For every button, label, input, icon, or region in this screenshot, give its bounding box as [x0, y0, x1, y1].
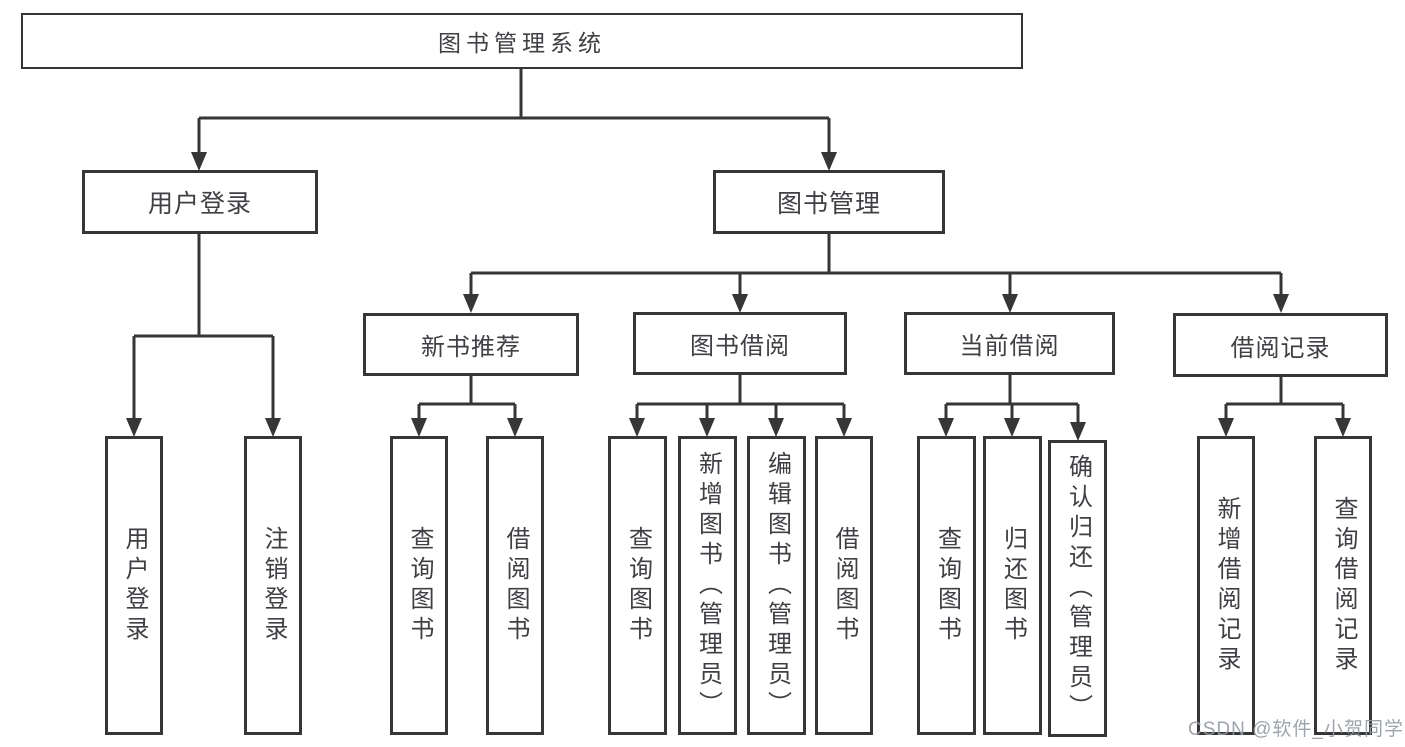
arrow-icon — [1004, 418, 1020, 437]
connector-new-book-split — [417, 375, 517, 419]
node-label: 查询图书 — [406, 525, 433, 646]
connector-current-borrow-split — [944, 374, 1080, 423]
arrow-icon — [463, 294, 479, 313]
node-root-system: 图书管理系统 — [21, 13, 1023, 69]
leaf-logout: 注销登录 — [244, 436, 302, 735]
arrow-icon — [1070, 422, 1086, 441]
arrow-icon — [938, 418, 954, 437]
connector-user-login-split — [132, 234, 275, 419]
node-label: 查询图书 — [933, 525, 961, 646]
node-label: 借阅记录 — [1230, 334, 1331, 362]
connector-borrow-records-split — [1224, 376, 1345, 419]
node-book-management: 图书管理 — [713, 170, 945, 234]
leaf-borrow-books-recommend: 借阅图书 — [486, 436, 544, 735]
leaf-edit-books-admin: 编辑图书（管理员） — [747, 436, 806, 735]
node-label: 归还图书 — [999, 525, 1027, 646]
node-label: 图书管理 — [776, 190, 881, 218]
arrow-icon — [1218, 418, 1234, 437]
node-label: 查询图书 — [624, 525, 652, 646]
connector-root-split — [197, 68, 831, 153]
node-new-book-recommend: 新书推荐 — [363, 313, 579, 376]
arrow-icon — [821, 152, 837, 171]
leaf-confirm-return-admin: 确认归还（管理员） — [1048, 440, 1107, 737]
node-user-login: 用户登录 — [82, 170, 318, 234]
node-label: 编辑图书（管理员） — [763, 450, 791, 721]
arrow-icon — [1335, 418, 1351, 437]
arrow-icon — [836, 418, 852, 437]
node-label: 确认归还（管理员） — [1064, 453, 1092, 724]
leaf-query-books-recommend: 查询图书 — [390, 436, 448, 735]
leaf-query-books-borrow: 查询图书 — [608, 436, 667, 735]
arrow-icon — [768, 418, 784, 437]
arrow-icon — [191, 152, 207, 171]
node-label: 查询借阅记录 — [1330, 495, 1357, 676]
node-label: 当前借阅 — [959, 333, 1060, 360]
csdn-watermark: CSDN @软件_小贺同学 — [1188, 719, 1404, 740]
node-label: 新增图书（管理员） — [694, 450, 722, 721]
arrow-icon — [629, 418, 645, 437]
node-label: 新书推荐 — [421, 334, 521, 361]
node-book-borrowing: 图书借阅 — [633, 312, 847, 375]
arrow-icon — [1273, 294, 1289, 313]
leaf-add-borrow-record: 新增借阅记录 — [1197, 436, 1255, 735]
arrow-icon — [265, 418, 281, 437]
leaf-user-login: 用户登录 — [105, 436, 163, 735]
node-label: 图书管理系统 — [438, 30, 606, 56]
leaf-borrow-books: 借阅图书 — [815, 436, 873, 735]
leaf-add-books-admin: 新增图书（管理员） — [678, 436, 737, 735]
node-label: 用户登录 — [147, 190, 252, 218]
connector-arrowheads — [126, 152, 1351, 441]
arrow-icon — [699, 418, 715, 437]
node-borrowing-records: 借阅记录 — [1173, 313, 1388, 377]
leaf-return-books: 归还图书 — [983, 436, 1042, 735]
connector-lines — [132, 68, 1345, 423]
arrow-icon — [732, 294, 748, 313]
arrow-icon — [507, 418, 523, 437]
connector-book-mgmt-split — [469, 234, 1283, 295]
node-label: 用户登录 — [121, 525, 148, 646]
node-current-borrowing: 当前借阅 — [904, 312, 1115, 375]
node-label: 图书借阅 — [690, 333, 790, 360]
leaf-query-books-current: 查询图书 — [917, 436, 976, 735]
arrow-icon — [411, 418, 427, 437]
node-label: 借阅图书 — [831, 525, 858, 646]
node-label: 新增借阅记录 — [1213, 495, 1240, 676]
node-label: 注销登录 — [260, 525, 287, 646]
leaf-query-borrow-record: 查询借阅记录 — [1314, 436, 1372, 735]
node-label: 借阅图书 — [502, 525, 529, 646]
arrow-icon — [126, 418, 142, 437]
connector-book-borrow-split — [635, 374, 846, 419]
arrow-icon — [1002, 294, 1018, 313]
